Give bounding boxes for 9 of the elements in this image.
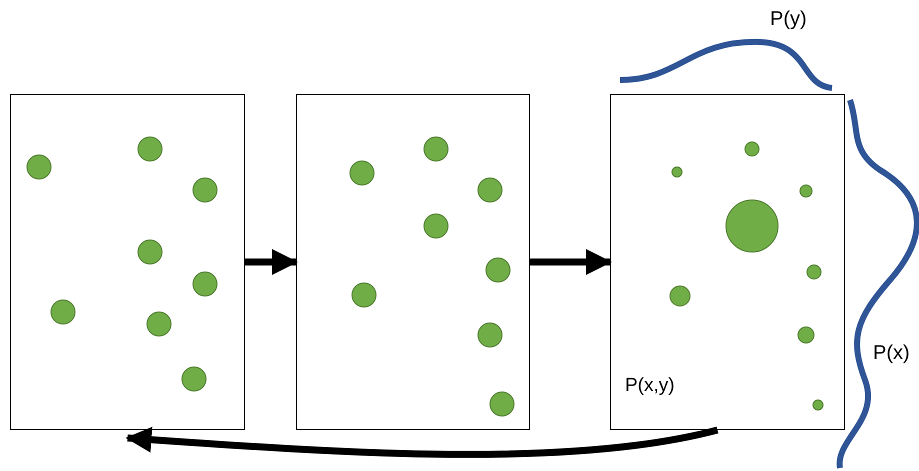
arrow: [245, 249, 298, 275]
axis-label: P(x): [873, 342, 910, 365]
formula-text: P(x,y): [625, 375, 675, 397]
panel-box: [610, 94, 845, 430]
panel-box: [10, 94, 245, 430]
axis-label: P(y): [770, 8, 807, 31]
panel-box: [296, 94, 530, 430]
arrow: [126, 426, 718, 458]
arrow: [530, 249, 612, 275]
